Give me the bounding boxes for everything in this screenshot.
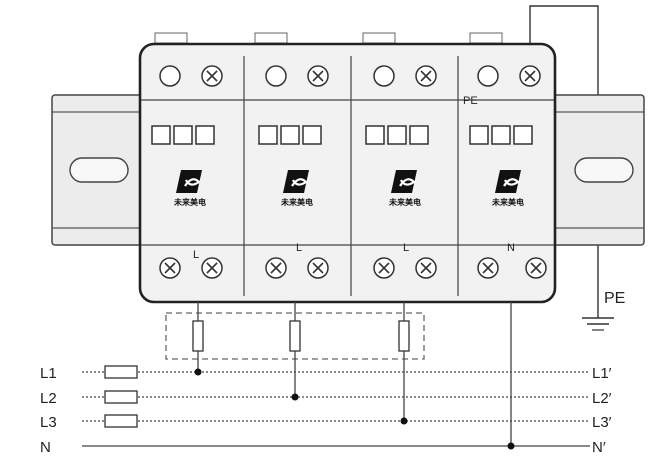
indicator-window (373, 65, 395, 87)
brand-logo-text: 未来美电 (388, 197, 421, 207)
indicator-window (265, 65, 287, 87)
rail-slot-right (574, 157, 634, 183)
bottom-screw-terminal-right (525, 257, 547, 279)
line-label-left-3: L3 (40, 414, 57, 431)
line-label-left-2: L2 (40, 390, 57, 407)
line-label-right-4: N′ (592, 439, 606, 456)
spd-module-1: 未来美电 L (151, 65, 223, 279)
brand-logo-text: 未来美电 (280, 197, 313, 207)
line-label-left-1: L1 (40, 365, 57, 382)
bottom-screw-terminal-left (373, 257, 395, 279)
indicator-window (477, 65, 499, 87)
brand-logo-icon (391, 170, 417, 193)
brand-logo-icon (283, 170, 309, 193)
ground-label: PE (604, 290, 625, 307)
spd-module-2: 未来美电 L (258, 65, 329, 279)
spd-module-3: 未来美电 L (365, 65, 437, 279)
ground-symbol (582, 317, 614, 331)
terminal-label: N (507, 242, 515, 254)
brand-logo-text: 未来美电 (173, 197, 206, 207)
bottom-screw-terminal-left (477, 257, 499, 279)
brand-logo-icon (495, 170, 521, 193)
indicator-window (159, 65, 181, 87)
top-screw-terminal (307, 65, 329, 87)
top-screw-terminal (415, 65, 437, 87)
line-conductors (82, 371, 590, 447)
junction-dots (194, 368, 515, 450)
bottom-screw-terminal-right (201, 257, 223, 279)
line-label-right-2: L2′ (592, 390, 612, 407)
vent-grilles (154, 32, 503, 44)
top-screw-terminal (519, 65, 541, 87)
line-fuses (104, 365, 138, 428)
terminal-label: L (193, 249, 199, 261)
bottom-screw-terminal-left (159, 257, 181, 279)
line-label-right-3: L3′ (592, 414, 612, 431)
backup-fuses (192, 320, 410, 352)
terminal-label: L (403, 242, 409, 254)
connection-wires (197, 302, 512, 446)
brand-logo-text: 未来美电 (491, 197, 524, 207)
bottom-screw-terminal-left (265, 257, 287, 279)
line-label-left-4: N (40, 439, 51, 456)
bottom-screw-terminal-right (415, 257, 437, 279)
line-label-right-1: L1′ (592, 365, 612, 382)
pe-terminal-label: PE (463, 95, 478, 107)
rail-slot-left (69, 157, 129, 183)
top-screw-terminal (201, 65, 223, 87)
spd-module-4: PE 未来美电 N (463, 65, 547, 279)
brand-logo-icon (176, 170, 202, 193)
terminal-label: L (296, 242, 302, 254)
bottom-screw-terminal-right (307, 257, 329, 279)
